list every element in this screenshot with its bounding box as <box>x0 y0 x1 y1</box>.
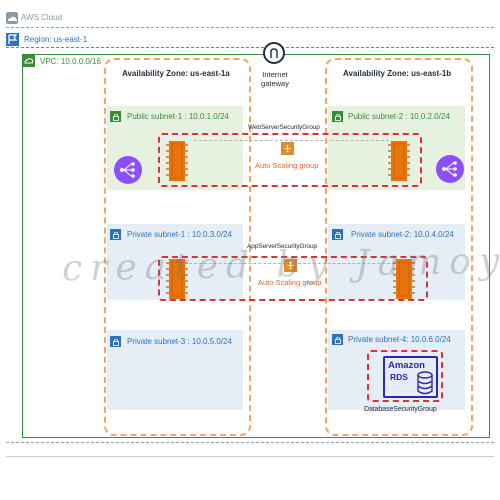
aws-cloud-icon <box>6 12 18 24</box>
aws-cloud-header: AWS Cloud <box>6 12 494 28</box>
igw-label-line1: Internet <box>262 70 288 79</box>
rds-label-line2: RDS <box>390 372 408 382</box>
region-header: Region: us-east-1 <box>6 33 494 47</box>
public-subnet-1-label: Public subnet-1 : 10.0.1.0/24 <box>127 112 229 121</box>
aws-cloud-label: AWS Cloud <box>21 13 63 22</box>
load-balancer-b-icon <box>436 155 464 183</box>
web-asg-icon <box>281 142 294 155</box>
az-b-label: Availability Zone: us-east-1b <box>343 69 452 78</box>
private-subnet-2-lock-icon <box>332 229 343 240</box>
aws-cloud-divider <box>6 27 494 28</box>
web-asg-label: Auto Scaling group <box>255 161 319 170</box>
private-subnet-4-label: Private subnet-4: 10.0.6.0/24 <box>348 335 451 344</box>
region-label: Region: us-east-1 <box>24 35 88 44</box>
rds-cylinder-icon <box>417 371 433 395</box>
vpc-label: VPC: 10.0.0.0/16 <box>40 57 101 66</box>
cloud-bottom-divider <box>6 456 494 457</box>
region-boundary <box>6 47 494 442</box>
private-subnet-3 <box>107 330 243 410</box>
watermark-text: created by Jamoyan <box>61 239 500 290</box>
web-security-group-label: WebServerSecurityGroup <box>248 124 320 131</box>
region-flag-icon <box>6 33 19 46</box>
region-bottom-divider <box>6 442 494 443</box>
internet-gateway-icon <box>263 42 285 64</box>
ec2-web-a-icon <box>166 141 188 181</box>
private-subnet-1-lock-icon <box>110 229 121 240</box>
web-asg-inner-line <box>194 140 389 141</box>
private-subnet-2-label: Private subnet-2: 10.0.4.0/24 <box>351 230 454 239</box>
app-asg-icon <box>284 259 297 272</box>
database-security-group-label: DatabaseSecurityGroup <box>364 406 437 413</box>
igw-label-line2: gateway <box>261 79 289 88</box>
private-subnet-4-lock-icon <box>332 334 343 345</box>
vpc-boundary <box>22 54 490 438</box>
load-balancer-a-icon <box>114 156 142 184</box>
app-asg-label: Auto Scaling group <box>258 278 322 287</box>
az-a-label: Availability Zone: us-east-1a <box>122 69 230 78</box>
private-subnet-3-label: Private subnet-3 : 10.0.5.0/24 <box>127 337 232 346</box>
public-subnet-2-lock-icon <box>332 111 343 122</box>
private-subnet-3-lock-icon <box>110 336 121 347</box>
az-us-east-1a <box>104 58 251 436</box>
amazon-rds-icon: Amazon RDS <box>383 356 438 398</box>
public-subnet-2-label: Public subnet-2 : 10.0.2.0/24 <box>348 112 450 121</box>
ec2-web-b-icon <box>388 141 410 181</box>
public-subnet-1-lock-icon <box>110 111 121 122</box>
app-security-group-label: AppServerSecurityGroup <box>247 243 318 250</box>
vpc-icon <box>22 54 35 67</box>
web-auto-scaling-group <box>158 133 422 187</box>
app-auto-scaling-group <box>158 256 428 301</box>
ec2-app-a-icon <box>166 259 188 299</box>
rds-label-line1: Amazon <box>388 360 425 371</box>
ec2-app-b-icon <box>393 259 415 299</box>
private-subnet-1-label: Private subnet-1 : 10.0.3.0/24 <box>127 230 232 239</box>
database-security-group-box <box>367 350 443 402</box>
az-us-east-1b <box>325 58 473 436</box>
